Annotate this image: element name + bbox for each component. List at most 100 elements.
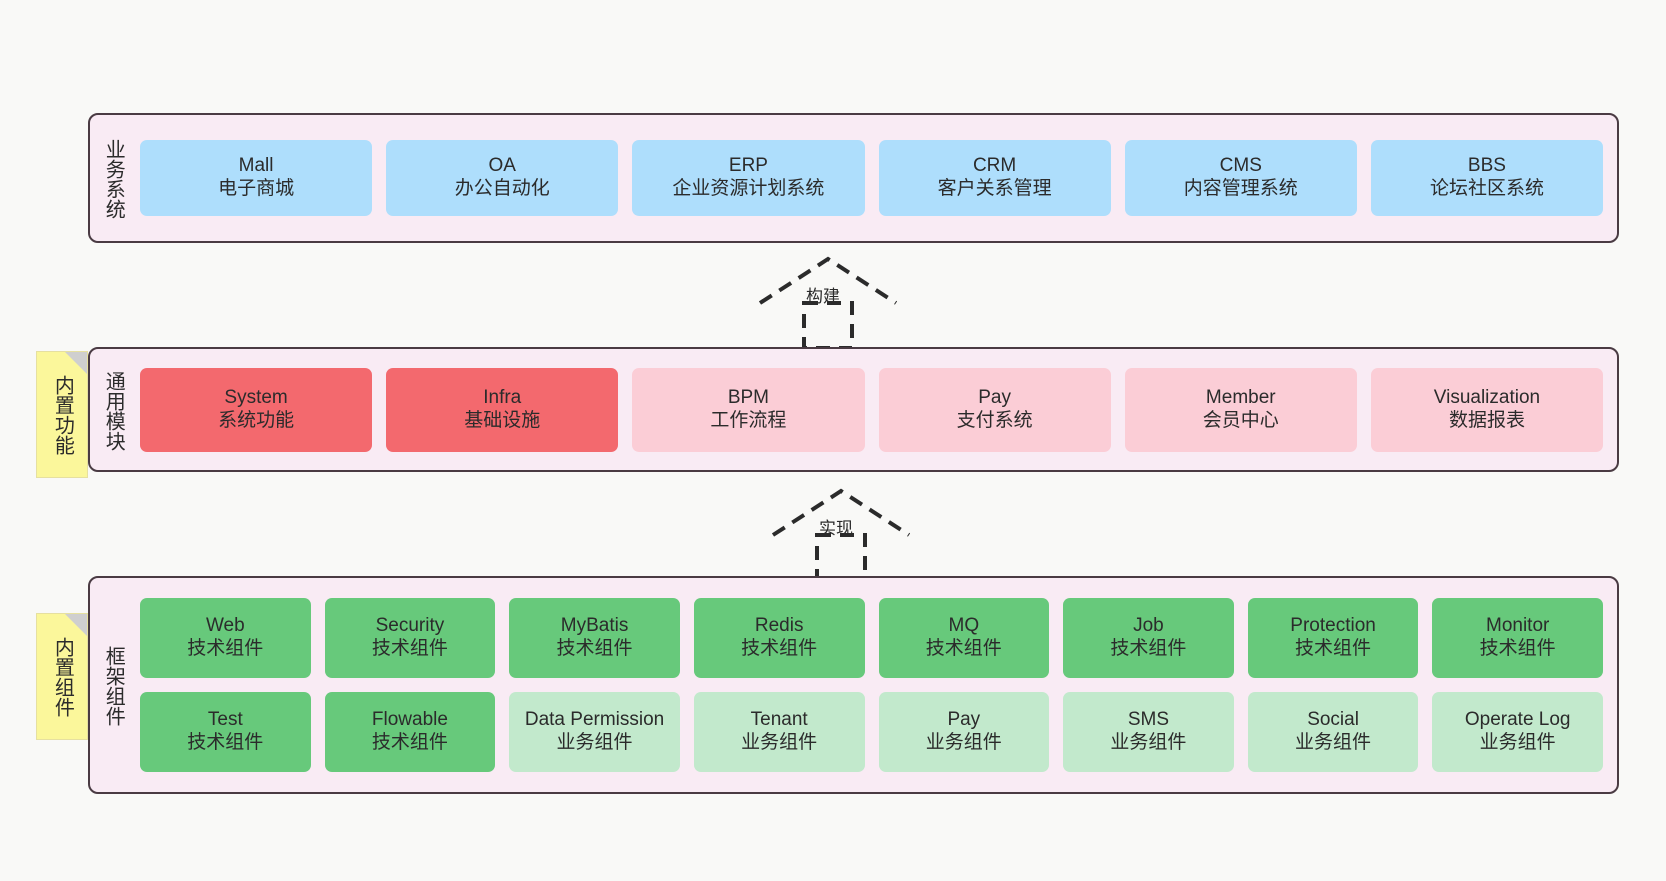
card-title-cn: 内容管理系统 <box>1183 178 1298 199</box>
card-title-en: System <box>224 386 288 408</box>
card-title-cn: 技术组件 <box>187 732 264 753</box>
card-title-cn: 业务组件 <box>925 732 1002 753</box>
card-title-en: Monitor <box>1486 615 1550 637</box>
card-title-en: Data Permission <box>524 709 665 731</box>
card-title-en: Visualization <box>1433 386 1541 408</box>
card-title-cn: 技术组件 <box>1110 638 1187 659</box>
card-title-cn: 工作流程 <box>710 409 787 431</box>
card-title-en: OA <box>488 155 516 177</box>
card-title-en: CRM <box>972 155 1017 177</box>
card-title-en: Tenant <box>750 709 808 731</box>
card-title-cn: 技术组件 <box>187 638 264 659</box>
layer-title-framework: 框架组件 <box>102 646 125 726</box>
card-title-cn: 论坛社区系统 <box>1429 178 1544 199</box>
card-title-cn: 企业资源计划系统 <box>672 178 825 199</box>
card-title-cn: 会员中心 <box>1202 409 1279 431</box>
card-title-en: BBS <box>1467 155 1506 177</box>
card-title-cn: 业务组件 <box>1295 732 1372 753</box>
card-title-en: Flowable <box>371 709 448 731</box>
card-title-cn: 业务组件 <box>1110 732 1187 753</box>
card-title-cn: 办公自动化 <box>454 178 550 199</box>
card-title-en: Member <box>1205 386 1276 408</box>
sticky-fold-corner-icon <box>65 352 87 374</box>
card-title-cn: 技术组件 <box>371 732 448 753</box>
card-title-cn: 系统功能 <box>218 409 295 431</box>
build-arrow: 构建 <box>758 255 898 350</box>
card-title-en: Pay <box>978 386 1011 408</box>
card-title-cn: 支付系统 <box>956 409 1033 431</box>
card-title-cn: 技术组件 <box>556 638 633 659</box>
card-title-en: SMS <box>1127 709 1170 731</box>
card-title-cn: 业务组件 <box>1479 732 1556 753</box>
card-title-en: Test <box>207 709 243 731</box>
card-title-en: Social <box>1307 709 1359 731</box>
card-title-en: BPM <box>727 386 770 408</box>
card-title-cn: 技术组件 <box>741 638 818 659</box>
card-title-cn: 客户关系管理 <box>937 178 1052 199</box>
card-title-en: MQ <box>948 615 980 637</box>
sticky-note-builtin-components-label: 内置组件 <box>51 636 74 717</box>
card-title-cn: 技术组件 <box>925 638 1002 659</box>
sticky-fold-corner-icon <box>65 614 87 636</box>
implement-arrow: 实现 <box>771 487 911 582</box>
card-title-cn: 业务组件 <box>556 732 633 753</box>
card-title-cn: 技术组件 <box>371 638 448 659</box>
card-title-cn: 业务组件 <box>741 732 818 753</box>
build-arrow-label: 构建 <box>806 287 840 306</box>
layer-title-common: 通用模块 <box>102 370 125 451</box>
card-title-cn: 基础设施 <box>464 409 541 431</box>
card-title-cn: 技术组件 <box>1295 638 1372 659</box>
sticky-note-builtin-features-label: 内置功能 <box>51 374 74 455</box>
card-title-en: Job <box>1133 615 1164 637</box>
card-title-en: Web <box>205 615 245 637</box>
card-title-en: Mall <box>238 155 274 177</box>
card-title-en: Infra <box>483 386 522 408</box>
card-title-en: ERP <box>728 155 768 177</box>
card-title-en: Security <box>375 615 445 637</box>
card-title-cn: 数据报表 <box>1448 409 1525 431</box>
card-title-en: Redis <box>754 615 804 637</box>
card-title-en: Pay <box>947 709 981 731</box>
card-title-en: Operate Log <box>1464 709 1571 731</box>
card-title-cn: 电子商城 <box>218 178 295 199</box>
card-title-en: MyBatis <box>560 615 629 637</box>
sticky-note-builtin-features: 内置功能 <box>36 351 88 478</box>
layer-title-business: 业务系统 <box>102 139 125 219</box>
